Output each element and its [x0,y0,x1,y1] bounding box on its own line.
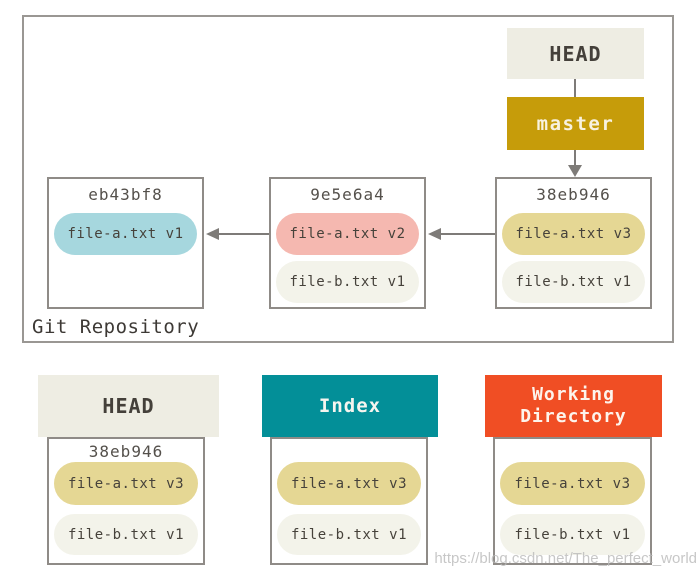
area-title: Index [318,395,382,417]
area-header-working-directory: Working Directory [485,375,662,437]
master-branch-label: master [536,112,615,135]
commit-hash: 38eb946 [536,185,611,204]
head-node-label: HEAD [549,41,602,66]
commit-box-9e5e6a4: 9e5e6a4 file-a.txt v2 file-b.txt v1 [269,177,426,309]
commit-hash: eb43bf8 [88,185,163,204]
arrow-left-icon [428,228,441,240]
edge-commit3-to-commit2 [441,233,495,235]
arrow-left-icon [206,228,219,240]
commit-hash: 9e5e6a4 [310,185,385,204]
file-pill: file-b.txt v1 [54,514,198,555]
file-pill: file-a.txt v2 [276,213,419,255]
head-node: HEAD [507,28,644,79]
edge-head-to-master [574,79,576,97]
watermark-text: https://blog.csdn.net/The_perfect_world [434,550,697,567]
area-commit-hash [272,441,426,462]
file-pill: file-a.txt v3 [54,462,198,505]
file-pill: file-b.txt v1 [502,261,645,303]
file-pill: file-a.txt v1 [54,213,197,255]
commit-box-eb43bf8: eb43bf8 file-a.txt v1 [47,177,204,309]
area-commit-hash [495,441,650,462]
commit-box-38eb946: 38eb946 file-a.txt v3 file-b.txt v1 [495,177,652,309]
area-header-head: HEAD [38,375,219,437]
area-body-index: file-a.txt v3 file-b.txt v1 [270,437,428,565]
git-repository-label: Git Repository [32,316,200,338]
edge-master-to-commit [574,150,576,166]
area-title: Working Directory [520,384,627,427]
area-body-head: 38eb946 file-a.txt v3 file-b.txt v1 [47,437,205,565]
file-pill: file-a.txt v3 [500,462,645,505]
git-repository-box: Git Repository [22,15,674,343]
file-pill: file-b.txt v1 [276,261,419,303]
edge-commit2-to-commit1 [219,233,269,235]
arrow-down-icon [568,165,582,177]
file-pill: file-a.txt v3 [277,462,421,505]
file-pill: file-b.txt v1 [277,514,421,555]
file-pill: file-b.txt v1 [500,514,645,555]
area-title: HEAD [102,394,155,418]
area-commit-hash: 38eb946 [88,442,164,461]
file-pill: file-a.txt v3 [502,213,645,255]
area-body-working-directory: file-a.txt v3 file-b.txt v1 [493,437,652,565]
master-branch-node: master [507,97,644,150]
area-header-index: Index [262,375,438,437]
